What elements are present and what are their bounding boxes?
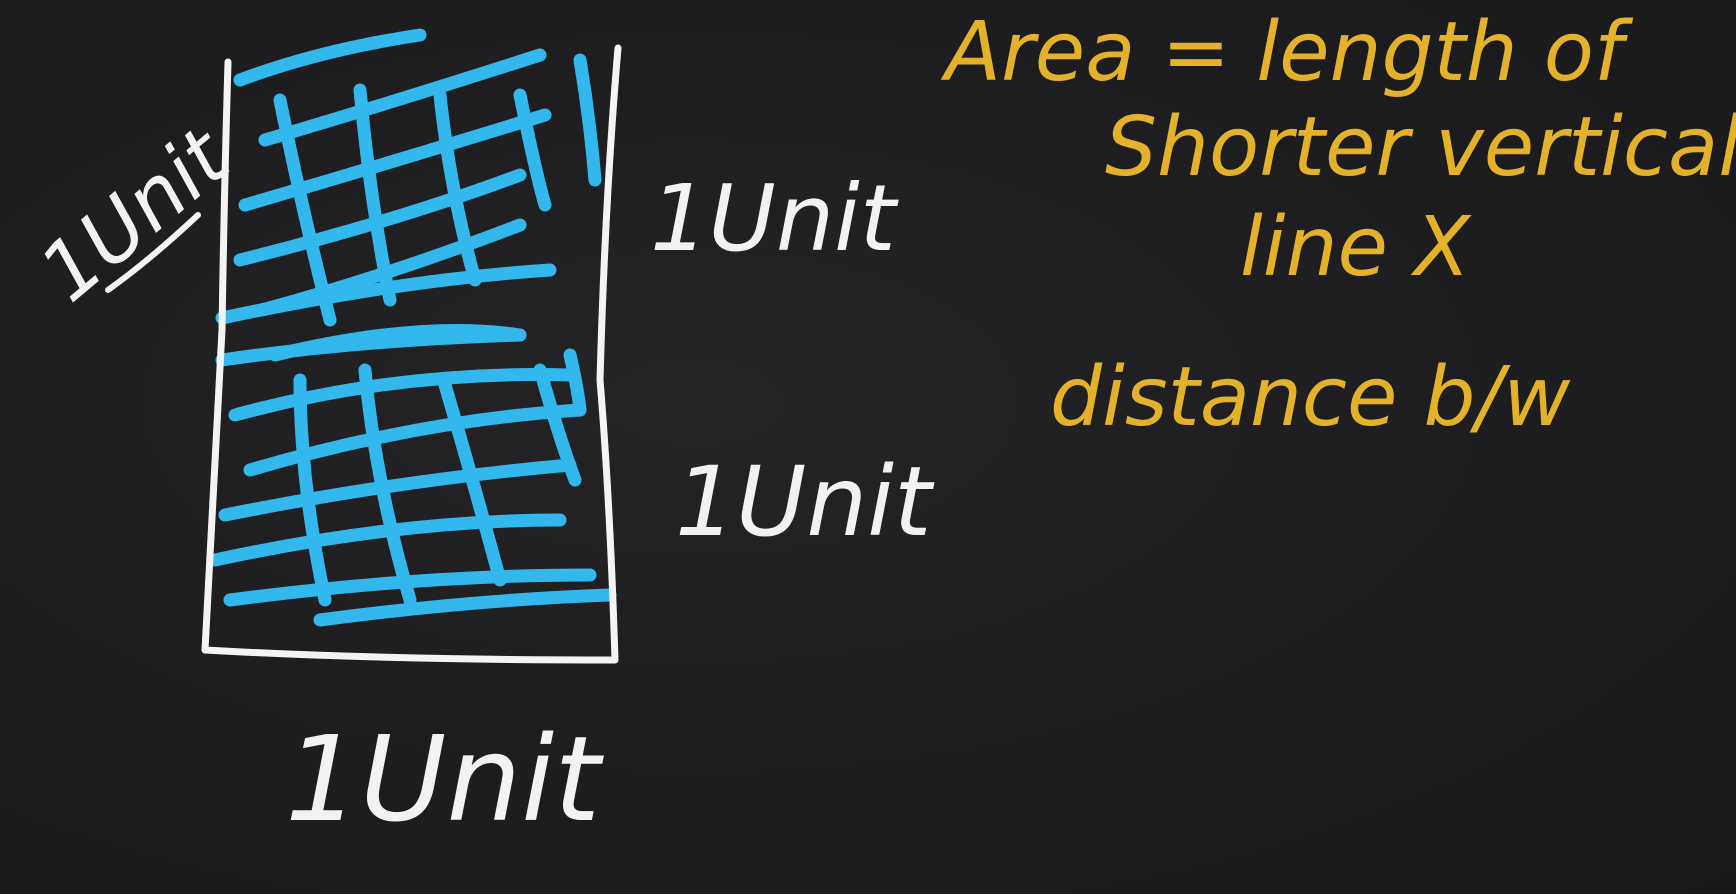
shading-top-square	[215, 28, 602, 367]
shade-stroke	[238, 108, 552, 212]
shade-stroke	[433, 88, 482, 287]
rectangle-outline	[201, 44, 622, 664]
shade-stroke	[233, 168, 527, 267]
shading-bottom-square	[208, 348, 617, 627]
shade-stroke	[513, 88, 552, 212]
shade-stroke	[293, 373, 332, 607]
left-label-underline	[105, 212, 201, 293]
formula-line-3: line X	[1240, 200, 1472, 295]
formula-line-4: distance b/w	[1050, 350, 1571, 445]
shade-stroke	[228, 368, 577, 422]
shade-stroke	[233, 28, 427, 87]
shade-stroke	[563, 348, 587, 417]
shade-stroke	[533, 363, 582, 487]
right-bottom-label: 1Unit	[675, 446, 935, 558]
shade-stroke	[573, 53, 602, 187]
right-top-label: 1Unit	[650, 165, 899, 272]
bottom-label: 1Unit	[285, 710, 604, 848]
shade-stroke	[243, 403, 587, 477]
formula-line-2: Shorter vertical	[1105, 100, 1736, 195]
shade-stroke	[258, 48, 547, 147]
shade-stroke	[273, 93, 337, 327]
shade-stroke	[353, 83, 397, 307]
shade-stroke	[215, 328, 527, 367]
left-side-label-text: 1Unit	[22, 109, 248, 319]
left-side-label: 1Unit	[22, 109, 248, 319]
formula-line-1: Area = length of	[940, 5, 1634, 100]
area-formula: Area = length of Shorter vertical line X…	[940, 5, 1736, 445]
shade-stroke	[438, 378, 507, 587]
shade-stroke	[313, 588, 617, 627]
shade-stroke	[358, 363, 417, 607]
shade-stroke	[218, 458, 577, 522]
shade-stroke	[223, 568, 597, 607]
